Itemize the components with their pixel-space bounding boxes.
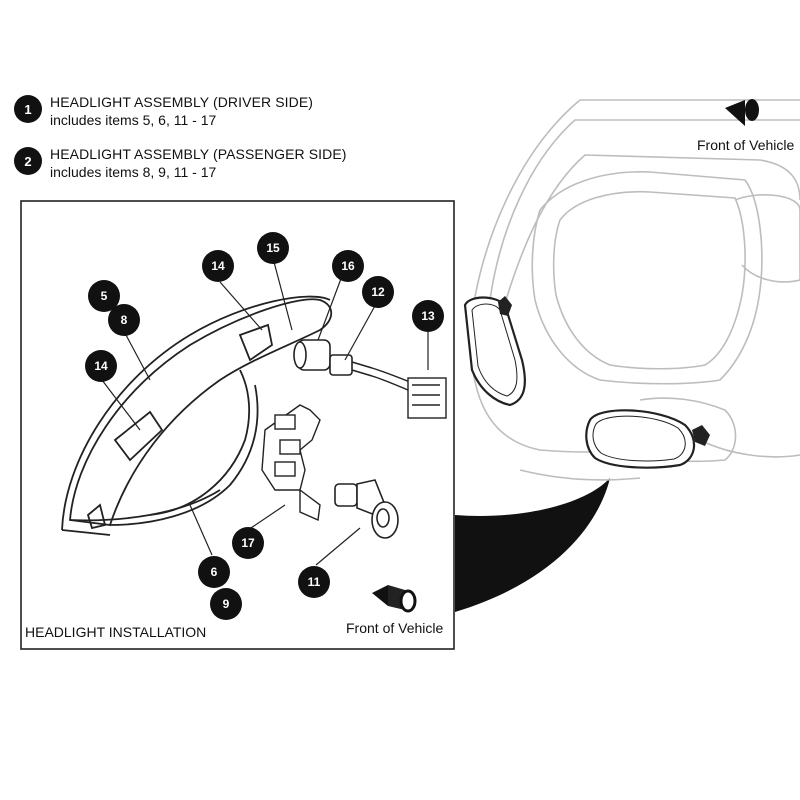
fender-shadow bbox=[455, 478, 610, 612]
callout-14: 14 bbox=[202, 250, 234, 282]
front-of-vehicle-label: Front of Vehicle bbox=[697, 137, 795, 153]
callout-11: 11 bbox=[298, 566, 330, 598]
legend-subtitle: includes items 8, 9, 11 - 17 bbox=[50, 164, 217, 180]
upper-headlight-shape bbox=[463, 296, 526, 407]
legend-badge: 2 bbox=[14, 147, 42, 175]
lower-headlight-shape bbox=[585, 409, 710, 469]
legend-title: HEADLIGHT ASSEMBLY (PASSENGER SIDE) bbox=[50, 146, 347, 162]
legend-title: HEADLIGHT ASSEMBLY (DRIVER SIDE) bbox=[50, 94, 314, 110]
direction-arrow-icon bbox=[372, 585, 417, 613]
headlight-bulb bbox=[334, 479, 399, 539]
headlight-housing bbox=[61, 295, 333, 536]
mounting-bracket bbox=[261, 404, 321, 522]
callout-leader-lines bbox=[101, 261, 429, 566]
callout-9: 9 bbox=[210, 588, 242, 620]
wiring-harness bbox=[371, 367, 447, 419]
legend-badge: 1 bbox=[14, 95, 42, 123]
callout-8: 8 bbox=[108, 304, 140, 336]
inset-frame bbox=[20, 200, 455, 650]
vehicle-body-outline bbox=[469, 99, 800, 481]
legend-item-driver-side: 1 HEADLIGHT ASSEMBLY (DRIVER SIDE) inclu… bbox=[14, 93, 313, 129]
callout-16: 16 bbox=[332, 250, 364, 282]
bulb-socket bbox=[293, 339, 373, 377]
callout-13: 13 bbox=[412, 300, 444, 332]
inset-front-of-vehicle-label: Front of Vehicle bbox=[346, 620, 444, 636]
legend-subtitle: includes items 5, 6, 11 - 17 bbox=[50, 112, 217, 128]
inset-caption: HEADLIGHT INSTALLATION bbox=[25, 624, 207, 640]
callout-14: 14 bbox=[85, 350, 117, 382]
callout-12: 12 bbox=[362, 276, 394, 308]
callout-17: 17 bbox=[232, 527, 264, 559]
callout-15: 15 bbox=[257, 232, 289, 264]
callout-6: 6 bbox=[198, 556, 230, 588]
legend-item-passenger-side: 2 HEADLIGHT ASSEMBLY (PASSENGER SIDE) in… bbox=[14, 145, 347, 181]
direction-arrow-icon bbox=[725, 99, 759, 126]
